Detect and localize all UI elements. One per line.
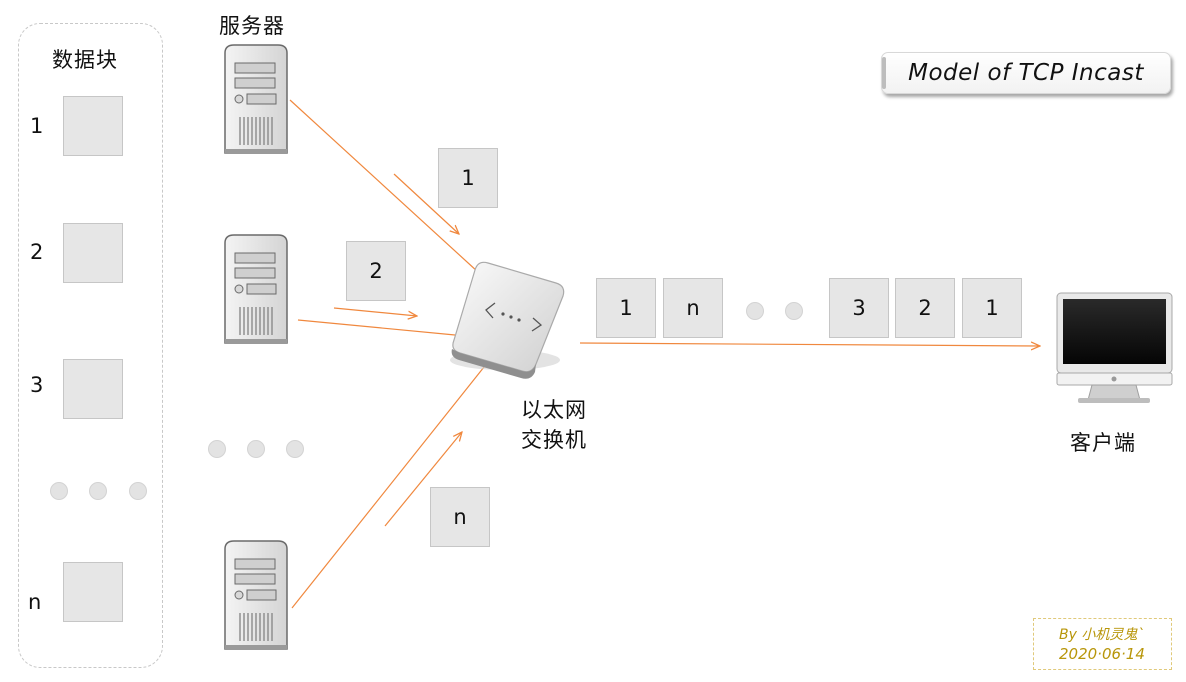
block-number-2: 2 (30, 240, 44, 264)
ellipsis-dot (50, 482, 68, 500)
output-arrow (579, 343, 1040, 346)
ellipsis-dot (286, 440, 304, 458)
block-number-n: n (28, 590, 42, 614)
data-block-1 (63, 96, 123, 156)
data-blocks-heading: 数据块 (52, 48, 118, 72)
ellipsis-dot (129, 482, 147, 500)
link-line (289, 99, 479, 273)
server-icon (224, 540, 288, 651)
client-label: 客户端 (1070, 431, 1136, 455)
ellipsis-dot (785, 302, 803, 320)
data-block-3 (63, 359, 123, 419)
link-line (291, 361, 489, 609)
credit-date: 2020·06·14 (1059, 645, 1145, 663)
switch-label-line-2: 交换机 (521, 428, 587, 452)
queue-packet: 3 (829, 278, 889, 338)
queue-packet: n (663, 278, 723, 338)
packet-in-flight-1: 1 (438, 148, 498, 208)
client-monitor-icon (1056, 292, 1173, 403)
queue-packet: 1 (596, 278, 656, 338)
data-block-n (63, 562, 123, 622)
data-blocks-panel (18, 23, 163, 668)
block-number-1: 1 (30, 114, 44, 138)
ellipsis-dot (89, 482, 107, 500)
server-icon (224, 234, 288, 345)
credit-author: By 小机灵鬼` (1059, 627, 1145, 643)
ellipsis-dot (746, 302, 764, 320)
packet-in-flight-n: n (430, 487, 490, 547)
diagram-title-text: Model of TCP Incast (908, 60, 1144, 86)
queue-packet: 1 (962, 278, 1022, 338)
traffic-arrow (384, 432, 462, 527)
diagram-title: Model of TCP Incast (881, 52, 1171, 94)
server-icon (224, 44, 288, 155)
traffic-arrow (333, 307, 417, 316)
switch-label-line-1: 以太网 (521, 398, 587, 422)
credit-box: By 小机灵鬼` 2020·06·14 (1033, 618, 1172, 670)
packet-in-flight-2: 2 (346, 241, 406, 301)
ethernet-switch-icon (450, 261, 565, 379)
traffic-arrow (393, 173, 459, 234)
ellipsis-dot (208, 440, 226, 458)
link-line (297, 319, 456, 336)
data-block-2 (63, 223, 123, 283)
queue-packet: 2 (895, 278, 955, 338)
servers-label: 服务器 (219, 14, 285, 38)
block-number-3: 3 (30, 373, 44, 397)
ellipsis-dot (247, 440, 265, 458)
